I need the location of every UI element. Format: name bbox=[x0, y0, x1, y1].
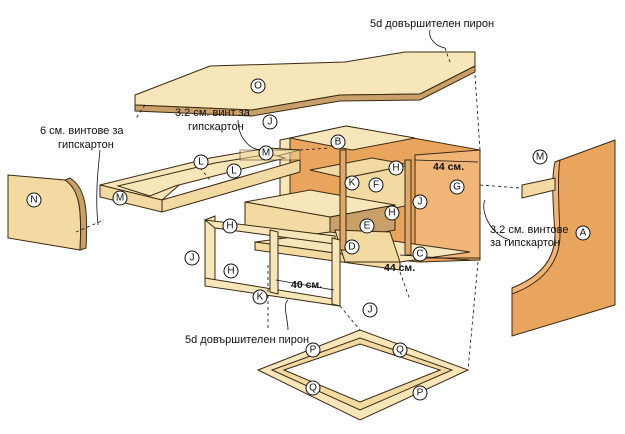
cleat-right bbox=[521, 177, 556, 199]
svg-text:K: K bbox=[257, 292, 264, 303]
callout-m3: M bbox=[112, 190, 128, 206]
svg-text:P: P bbox=[310, 345, 317, 356]
svg-text:K: K bbox=[349, 178, 356, 189]
callout-j1: J bbox=[262, 114, 278, 130]
side-panel-a bbox=[511, 139, 616, 337]
face-frame-lower bbox=[203, 215, 341, 307]
cabinet-body bbox=[244, 125, 481, 271]
svg-text:J: J bbox=[268, 117, 273, 128]
svg-text:J: J bbox=[368, 305, 373, 316]
label-screws-6-line2: гипскартон bbox=[58, 139, 114, 151]
callout-l2: L bbox=[226, 163, 242, 179]
svg-text:F: F bbox=[373, 180, 379, 191]
callout-j2: J bbox=[412, 194, 428, 210]
svg-text:M: M bbox=[536, 152, 544, 163]
leader-lines bbox=[75, 29, 521, 371]
dimension-arrows bbox=[275, 159, 479, 291]
callout-j4: J bbox=[362, 302, 378, 318]
label-finish-nail-bottom: 5d довършителен пирон bbox=[185, 334, 309, 346]
svg-text:H: H bbox=[392, 163, 399, 174]
svg-text:A: A bbox=[580, 228, 587, 239]
label-screws-32-right-line2: за гипскартон bbox=[490, 237, 560, 249]
callout-m1: M bbox=[532, 149, 548, 165]
svg-text:G: G bbox=[453, 182, 461, 193]
dim-44-bottom: 44 см. bbox=[384, 262, 415, 274]
svg-text:M: M bbox=[262, 148, 270, 159]
svg-text:M: M bbox=[116, 193, 124, 204]
label-screw-32-line2: гипскартон bbox=[188, 121, 244, 133]
side-panel-n bbox=[7, 174, 88, 251]
callout-j3: J bbox=[184, 250, 200, 266]
callout-c: C bbox=[412, 246, 428, 262]
callout-b: B bbox=[330, 134, 346, 150]
callout-h3: H bbox=[222, 218, 238, 234]
callout-h4: H bbox=[223, 263, 239, 279]
label-screws-6-line1: 6 см. винтове за bbox=[40, 125, 124, 137]
label-finish-nail-top: 5d довършителен пирон bbox=[370, 18, 494, 30]
label-screw-32-line1: 3.2 см. винт за bbox=[175, 107, 251, 119]
svg-text:L: L bbox=[198, 157, 204, 168]
svg-text:Q: Q bbox=[396, 345, 404, 356]
svg-text:J: J bbox=[418, 197, 423, 208]
callout-g: G bbox=[449, 179, 465, 195]
callout-f: F bbox=[368, 177, 384, 193]
dim-40: 40 см. bbox=[291, 279, 322, 291]
top-panel-o bbox=[134, 51, 476, 117]
svg-text:C: C bbox=[416, 249, 423, 260]
callout-p1: P bbox=[305, 342, 321, 358]
upper-drawer-frame bbox=[99, 147, 301, 213]
callout-a: A bbox=[575, 225, 591, 241]
callout-o: O bbox=[250, 78, 266, 94]
svg-text:O: O bbox=[254, 81, 262, 92]
callout-n: N bbox=[26, 192, 42, 208]
callout-l1: L bbox=[193, 154, 209, 170]
dim-44-top: 44 см. bbox=[433, 161, 464, 173]
label-screws-32-right-line1: 3.2 см. винтове bbox=[490, 224, 568, 236]
callout-k2: K bbox=[252, 289, 268, 305]
callout-h2: H bbox=[384, 205, 400, 221]
callout-q2: Q bbox=[305, 380, 321, 396]
svg-text:H: H bbox=[227, 266, 234, 277]
svg-text:N: N bbox=[30, 195, 37, 206]
callout-k1: K bbox=[344, 175, 360, 191]
svg-text:P: P bbox=[417, 388, 424, 399]
svg-text:D: D bbox=[348, 242, 355, 253]
svg-text:Q: Q bbox=[309, 383, 317, 394]
callout-p2: P bbox=[412, 385, 428, 401]
svg-text:H: H bbox=[388, 208, 395, 219]
svg-text:B: B bbox=[335, 137, 342, 148]
callout-q1: Q bbox=[392, 342, 408, 358]
svg-text:L: L bbox=[231, 166, 237, 177]
svg-text:H: H bbox=[226, 221, 233, 232]
callout-m2: M bbox=[258, 145, 274, 161]
callout-h1: H bbox=[388, 160, 404, 176]
callout-d: D bbox=[344, 239, 360, 255]
svg-text:J: J bbox=[190, 253, 195, 264]
callout-e: E bbox=[359, 218, 375, 234]
svg-text:E: E bbox=[364, 221, 371, 232]
